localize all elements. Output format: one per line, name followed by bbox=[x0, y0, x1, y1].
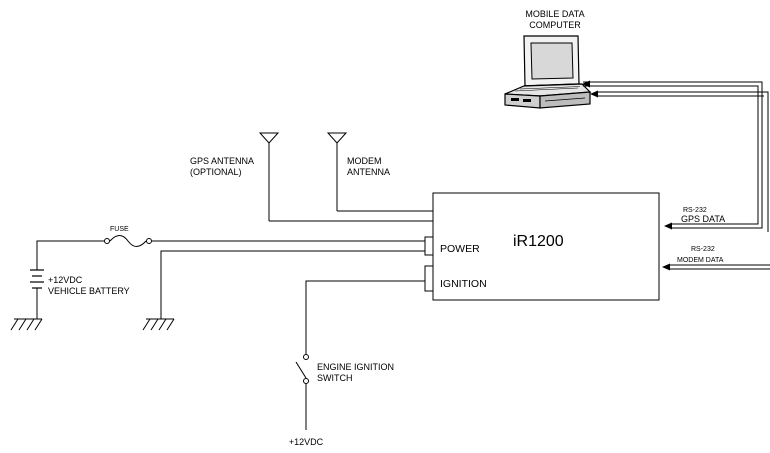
modem-antenna-label-line1: MODEM bbox=[347, 156, 382, 166]
gps-link-label-line2: GPS DATA bbox=[681, 214, 725, 224]
gps-link-label-line1: RS-232 bbox=[683, 207, 707, 214]
ignition-port bbox=[424, 265, 434, 292]
ground-wire bbox=[160, 250, 425, 319]
modem-link-label-line2: MODEM DATA bbox=[677, 257, 724, 264]
mobile-computer-link-arrows bbox=[582, 80, 769, 232]
gps-antenna-label-line2: (OPTIONAL) bbox=[190, 167, 242, 177]
battery-label-line2: VEHICLE BATTERY bbox=[48, 286, 130, 296]
battery-label-line1: +12VDC bbox=[48, 275, 83, 285]
supply-label: +12VDC bbox=[289, 437, 324, 447]
ir1200-label: iR1200 bbox=[513, 233, 564, 250]
power-port bbox=[424, 236, 434, 256]
fuse-label: FUSE bbox=[110, 226, 129, 233]
power-port-label: POWER bbox=[440, 243, 480, 255]
computer-label-line2: COMPUTER bbox=[529, 20, 581, 30]
ignition-switch-label-line1: ENGINE IGNITION bbox=[317, 362, 394, 372]
modem-link-label-line1: RS-232 bbox=[691, 246, 715, 253]
ignition-port-label: IGNITION bbox=[440, 278, 487, 290]
ignition-switch-label-line2: SWITCH bbox=[317, 373, 353, 383]
ignition-wire bbox=[303, 280, 425, 360]
gps-antenna-icon bbox=[258, 132, 433, 222]
battery-icon bbox=[30, 269, 44, 319]
modem-antenna-icon bbox=[326, 132, 433, 212]
gps-antenna-label-line1: GPS ANTENNA bbox=[190, 156, 254, 166]
gps-data-cable bbox=[583, 81, 763, 230]
ignition-switch-icon bbox=[295, 361, 309, 430]
power-wire bbox=[36, 235, 425, 270]
computer-label-line1: MOBILE DATA bbox=[525, 9, 584, 19]
laptop-icon bbox=[504, 35, 592, 109]
chassis-ground-icon bbox=[142, 318, 175, 331]
modem-antenna-label-line2: ANTENNA bbox=[347, 167, 390, 177]
battery-ground-icon bbox=[10, 318, 43, 331]
modem-data-cable bbox=[662, 263, 770, 271]
